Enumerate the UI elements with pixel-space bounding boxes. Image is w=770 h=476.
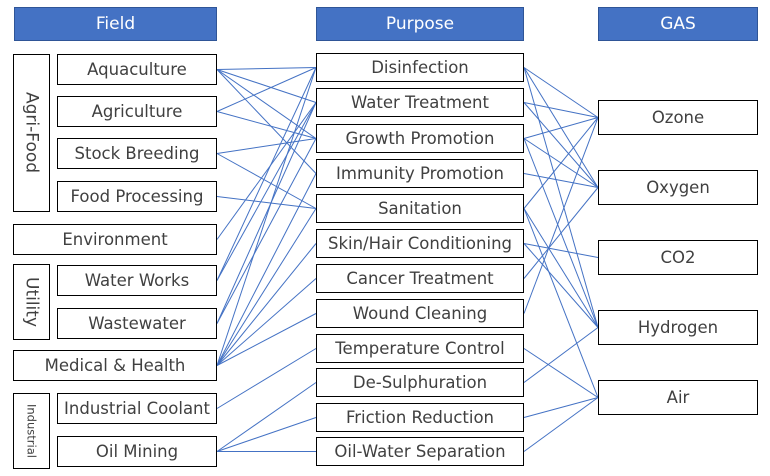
gas-hydrogen: Hydrogen <box>598 310 758 345</box>
group-industrial: Industrial <box>13 393 50 469</box>
purpose-friction-reduction: Friction Reduction <box>316 403 524 432</box>
field-agriculture: Agriculture <box>57 96 217 127</box>
field-header: Field <box>14 7 217 41</box>
purpose-cancer-treatment: Cancer Treatment <box>316 264 524 293</box>
field-stock-breeding: Stock Breeding <box>57 138 217 169</box>
link-medical_health-sanitation <box>216 208 317 366</box>
link-medical_health-immunity_promotion <box>216 173 317 366</box>
link-water_works-disinfection <box>216 67 317 281</box>
purpose-header: Purpose <box>316 7 524 41</box>
gas-co2: CO2 <box>598 240 758 275</box>
link-oil_water_separation-air <box>523 397 599 452</box>
group-utility: Utility <box>13 264 50 340</box>
link-aquaculture-disinfection <box>216 67 317 70</box>
link-friction_reduction-air <box>523 397 599 418</box>
link-stock_breeding-growth_promotion <box>216 138 317 154</box>
gas-air: Air <box>598 380 758 415</box>
purpose-temperature-control: Temperature Control <box>316 334 524 363</box>
link-oil_mining-de_sulphuration <box>216 382 317 452</box>
link-growth_promotion-ozone <box>523 117 599 139</box>
group-agri-food-label: Agri-Food <box>21 92 42 174</box>
field-oil-mining: Oil Mining <box>57 436 217 467</box>
link-water_works-water_treatment <box>216 102 317 281</box>
link-aquaculture-growth_promotion <box>216 69 317 139</box>
link-skin_hair-hydrogen <box>523 243 599 328</box>
purpose-growth-promotion: Growth Promotion <box>316 124 524 153</box>
link-agriculture-growth_promotion <box>216 111 317 139</box>
purpose-water-treatment: Water Treatment <box>316 88 524 117</box>
link-wound_cleaning-ozone <box>523 117 599 314</box>
link-disinfection-ozone <box>523 67 599 118</box>
gas-oxygen: Oxygen <box>598 170 758 205</box>
field-food-processing: Food Processing <box>57 181 217 212</box>
link-skin_hair-co2 <box>523 243 599 258</box>
link-sanitation-air <box>523 208 599 398</box>
purpose-sanitation: Sanitation <box>316 194 524 223</box>
purpose-immunity-promotion: Immunity Promotion <box>316 159 524 188</box>
group-industrial-label: Industrial <box>24 404 39 458</box>
field-medical-health: Medical & Health <box>13 350 217 381</box>
link-stock_breeding-sanitation <box>216 153 317 209</box>
link-disinfection-hydrogen <box>523 67 599 328</box>
link-temperature_control-air <box>523 348 599 398</box>
link-wastewater-water_treatment <box>216 102 317 324</box>
link-medical_health-disinfection <box>216 67 317 366</box>
link-aquaculture-water_treatment <box>216 69 317 103</box>
link-wastewater-growth_promotion <box>216 138 317 324</box>
purpose-disinfection: Disinfection <box>316 53 524 82</box>
purpose-de-sulphuration: De-Sulphuration <box>316 368 524 397</box>
link-sanitation-ozone <box>523 117 599 209</box>
gas-ozone: Ozone <box>598 100 758 135</box>
field-industrial-coolant: Industrial Coolant <box>57 393 217 424</box>
link-aquaculture-immunity_promotion <box>216 69 317 174</box>
purpose-oil-water-separation: Oil-Water Separation <box>316 437 524 466</box>
link-industrial_coolant-temperature_control <box>216 348 317 409</box>
link-agriculture-disinfection <box>216 67 317 112</box>
gas-header: GAS <box>598 7 758 41</box>
link-oil_mining-friction_reduction <box>216 417 317 452</box>
purpose-skin-hair-conditioning: Skin/Hair Conditioning <box>316 229 524 258</box>
link-medical_health-skin_hair <box>216 243 317 366</box>
group-utility-label: Utility <box>21 276 42 327</box>
link-medical_health-wound_cleaning <box>216 313 317 366</box>
link-sanitation-hydrogen <box>523 208 599 328</box>
field-environment: Environment <box>13 224 217 255</box>
link-de_sulphuration-hydrogen <box>523 327 599 383</box>
link-cancer_treatment-oxygen <box>523 187 599 279</box>
link-water_treatment-oxygen <box>523 102 599 188</box>
field-wastewater: Wastewater <box>57 308 217 339</box>
link-environment-water_treatment <box>216 102 317 240</box>
purpose-wound-cleaning: Wound Cleaning <box>316 299 524 328</box>
group-agri-food: Agri-Food <box>13 54 50 212</box>
link-water_treatment-ozone <box>523 102 599 118</box>
field-aquaculture: Aquaculture <box>57 54 217 85</box>
link-immunity_promotion-oxygen <box>523 173 599 188</box>
field-water-works: Water Works <box>57 265 217 296</box>
link-medical_health-cancer_treatment <box>216 278 317 366</box>
